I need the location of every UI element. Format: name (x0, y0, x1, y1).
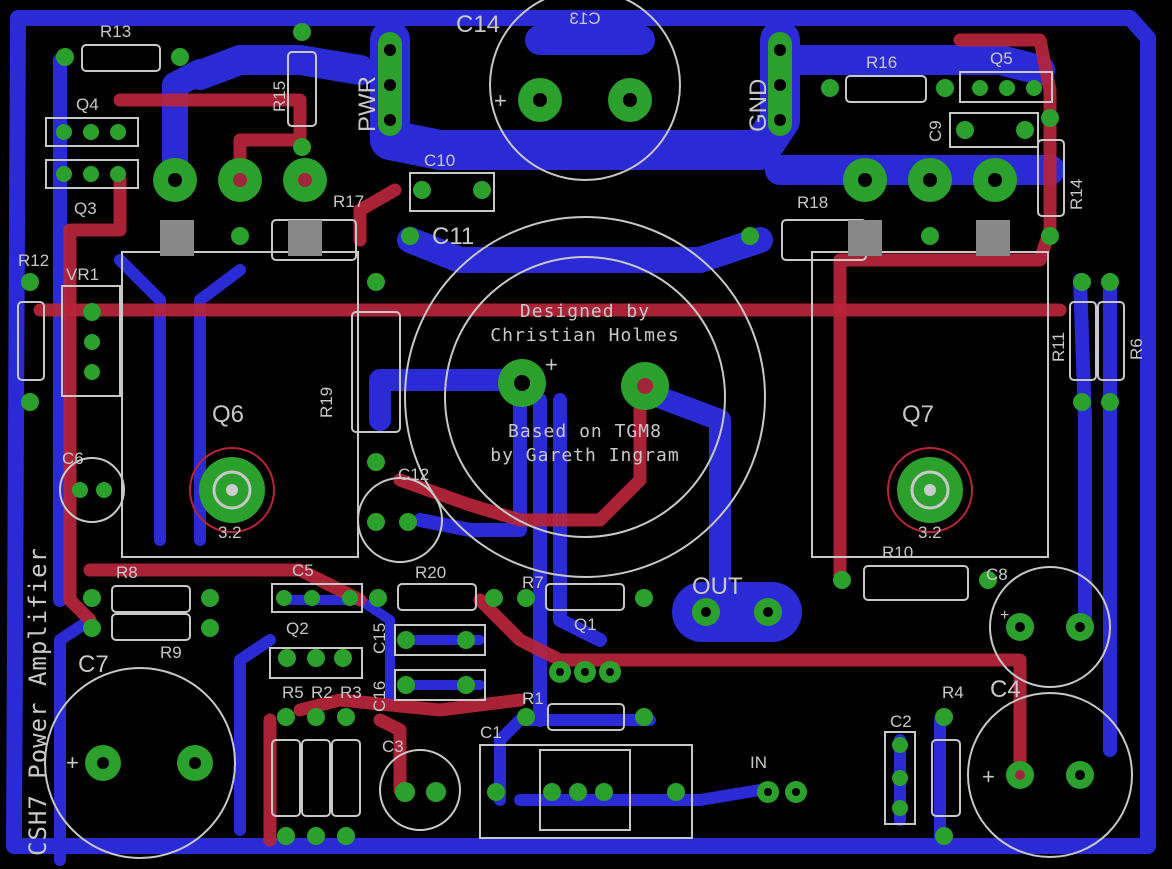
label-r10: R10 (882, 543, 913, 562)
gnd-connector-label: GND (745, 79, 772, 132)
label-vr1: VR1 (66, 265, 99, 284)
label-c5: C5 (292, 561, 314, 580)
label-c7: C7 (78, 651, 109, 678)
resistor-r15-body (287, 51, 317, 127)
resistor-r4-body (931, 739, 961, 817)
resistor-r12-body (17, 301, 45, 381)
svg-text:+: + (66, 750, 79, 775)
board-title: CSH7 Power Amplifier (24, 547, 52, 856)
credit-original-author: by Gareth Ingram (490, 445, 679, 466)
label-c9: C9 (926, 120, 945, 142)
label-r11: R11 (1049, 332, 1068, 362)
credit-designed-by: Designed by (520, 301, 650, 322)
credit-based-on: Based on TGM8 (508, 421, 662, 442)
resistor-r20-body (397, 583, 477, 611)
label-r8: R8 (116, 563, 138, 582)
label-r16: R16 (866, 53, 897, 72)
label-r17: R17 (333, 192, 364, 211)
mirrored-c13-label: C13 (569, 9, 600, 28)
label-c10: C10 (424, 151, 455, 170)
label-q7: Q7 (902, 401, 934, 428)
label-c8: C8 (986, 565, 1008, 584)
label-r14: R14 (1067, 179, 1086, 210)
resistor-r13-body (81, 44, 161, 72)
label-r7: R7 (522, 573, 544, 592)
label-q4: Q4 (76, 95, 99, 114)
hole-size-right: 3.2 (918, 523, 942, 542)
label-c14: C14 (456, 11, 500, 38)
svg-text:+: + (545, 352, 558, 377)
top-copper-layer (33, 33, 1067, 847)
resistor-r14-body (1037, 139, 1065, 217)
hole-size-left: 3.2 (218, 523, 242, 542)
label-r20: R20 (415, 563, 446, 582)
silkscreen-layer (44, 0, 1133, 859)
label-r4: R4 (942, 683, 964, 702)
resistor-r19-body (351, 311, 401, 433)
svg-text:+: + (494, 88, 507, 113)
label-r12: R12 (18, 251, 49, 270)
label-c4: C4 (990, 676, 1021, 703)
polarity-markers: + + + + + (66, 88, 1009, 789)
resistor-r8-body (111, 585, 191, 613)
power-transistor-pads-right (843, 158, 1017, 256)
in-connector-label: IN (750, 753, 767, 772)
resistor-r1-body (547, 703, 625, 731)
label-q3: Q3 (74, 199, 97, 218)
label-q6: Q6 (212, 401, 244, 428)
label-r19: R19 (317, 387, 336, 418)
label-q1: Q1 (574, 615, 597, 634)
label-r18: R18 (797, 193, 828, 212)
resistor-r2-body (301, 739, 331, 817)
label-r1: R1 (522, 689, 544, 708)
label-r13: R13 (100, 22, 131, 41)
label-c11: C11 (432, 223, 474, 250)
resistor-r10-body (863, 565, 969, 601)
label-c2: C2 (890, 712, 912, 731)
resistor-r5-body (271, 739, 301, 817)
label-q2: Q2 (286, 619, 309, 638)
label-r15: R15 (270, 81, 289, 112)
out-connector-label: OUT (692, 573, 743, 600)
label-c3: C3 (382, 737, 404, 756)
label-c6: C6 (62, 449, 84, 468)
resistor-r11-body (1069, 301, 1097, 381)
label-r9: R9 (160, 643, 182, 662)
pads (21, 23, 1119, 845)
label-c15: C15 (370, 623, 389, 654)
label-r2: R2 (311, 683, 333, 702)
label-q5: Q5 (990, 49, 1013, 68)
credit-designer-name: Christian Holmes (490, 325, 679, 346)
svg-text:+: + (982, 764, 995, 789)
resistor-r7-body (545, 583, 625, 611)
pwr-connector-label: PWR (354, 76, 381, 132)
label-c16: C16 (370, 681, 389, 712)
label-r3: R3 (340, 683, 362, 702)
power-transistor-pads-left (153, 158, 327, 256)
label-c12: C12 (398, 465, 429, 484)
component-labels: R13 R15 R16 R17 R18 R14 R12 R11 R6 R19 R… (18, 11, 1146, 756)
resistor-r9-body (111, 613, 191, 641)
svg-text:+: + (1000, 607, 1009, 624)
label-r6: R6 (1127, 338, 1146, 360)
label-r5: R5 (282, 683, 304, 702)
resistor-r6-body (1097, 301, 1125, 381)
label-c1: C1 (480, 723, 502, 742)
resistor-r3-body (331, 739, 361, 817)
resistor-r16-body (845, 75, 927, 103)
